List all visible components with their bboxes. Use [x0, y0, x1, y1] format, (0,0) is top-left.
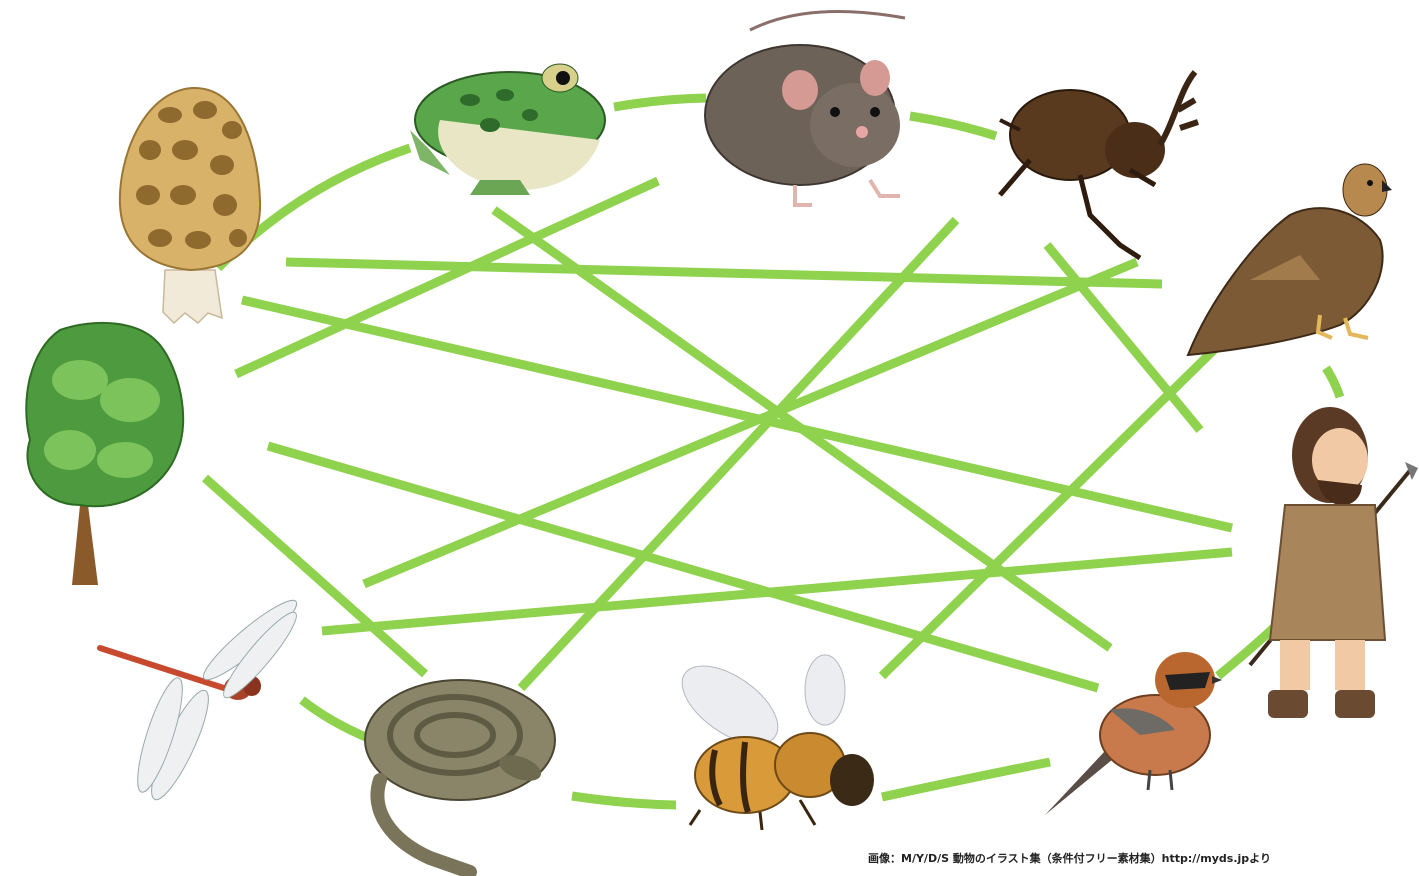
link-frog-mouse [614, 98, 706, 107]
mouse-icon [705, 11, 905, 205]
link-kite-human [1326, 368, 1340, 397]
kite-icon [1188, 164, 1392, 355]
link-mouse-beetle [910, 116, 996, 136]
tree-icon [26, 323, 183, 585]
image-credit: 画像：M/Y/D/S 動物のイラスト集（条件付フリー素材集）http://myd… [868, 850, 1271, 866]
link-bee-shrike [882, 762, 1050, 797]
link-shrike-kite [882, 336, 1228, 676]
link-morel-human [242, 300, 1232, 528]
link-beetle-kite [1047, 245, 1200, 430]
link-tree-human [268, 446, 1098, 688]
link-morel-kite [286, 262, 1162, 284]
morel-mushroom-icon [120, 88, 260, 323]
link-snake-bee [572, 796, 676, 805]
frog-icon [410, 64, 605, 195]
link-dragonfly-snake [302, 700, 368, 738]
human-icon [1250, 407, 1418, 718]
link-dragonfly-human [322, 552, 1232, 631]
beetle-icon [1000, 72, 1198, 258]
snake-icon [365, 680, 555, 872]
dragonfly-icon [100, 592, 304, 805]
bee-icon [669, 651, 874, 830]
